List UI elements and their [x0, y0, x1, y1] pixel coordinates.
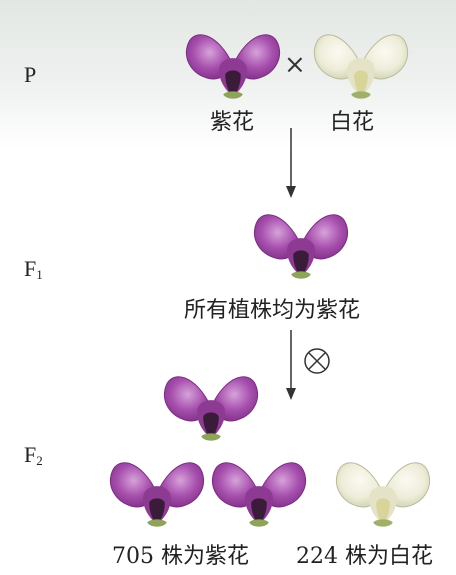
f2-purple-flower-top-icon — [162, 368, 260, 446]
f2-white-caption: 224 株为白花 — [296, 544, 433, 569]
f2-purple-flower-right-icon — [210, 454, 308, 532]
f2-white-flower-icon — [334, 454, 432, 532]
f2-purple-flower-left-icon — [108, 454, 206, 532]
arrow-p-to-f1 — [286, 128, 296, 198]
f1-caption: 所有植株均为紫花 — [184, 298, 361, 323]
cross-symbol: × — [284, 50, 306, 80]
generation-f2-label: F2 — [24, 442, 43, 468]
parent-purple-flower-icon — [184, 26, 282, 104]
parent-white-label: 白花 — [330, 110, 375, 135]
generation-p-label: P — [24, 62, 37, 87]
f1-purple-flower-icon — [252, 206, 350, 284]
arrow-f1-to-f2 — [286, 330, 296, 400]
selfing-icon — [304, 348, 330, 374]
parent-white-flower-icon — [312, 26, 410, 104]
f2-purple-caption: 705 株为紫花 — [112, 544, 249, 569]
generation-f1-label: F1 — [24, 256, 43, 282]
parent-purple-label: 紫花 — [210, 110, 255, 135]
